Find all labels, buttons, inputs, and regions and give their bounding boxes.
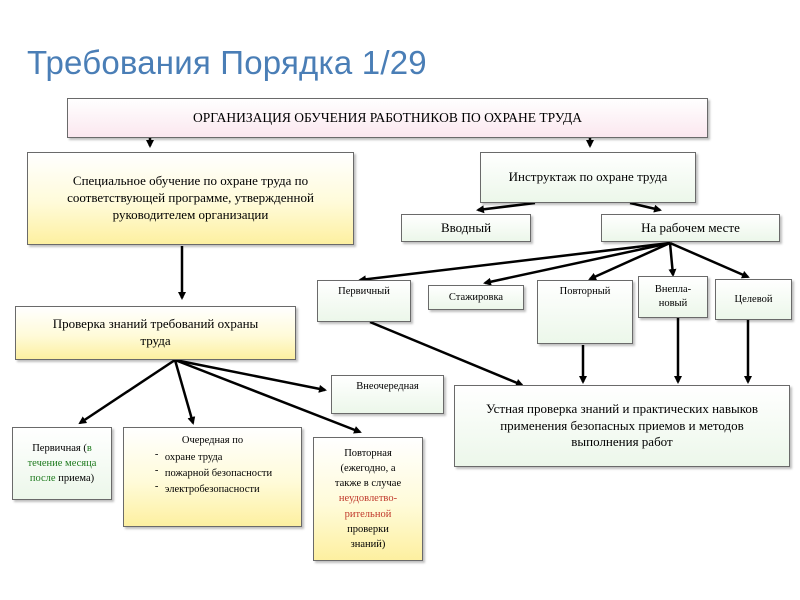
root-node: ОРГАНИЗАЦИЯ ОБУЧЕНИЯ РАБОТНИКОВ ПО ОХРАН… <box>67 98 708 138</box>
list-item: электробезопасности <box>153 479 272 498</box>
first-check-note-end: приема <box>58 473 91 485</box>
knowledge-check-node: Проверка знаний требований охраны труда <box>15 306 296 360</box>
regular-check-label: Очередная по <box>181 435 244 446</box>
first-check-note: в течение месяца после <box>27 442 97 485</box>
first-check-node: Первичная (в течение месяца после приема… <box>12 427 112 500</box>
workplace-node: На рабочем месте <box>601 214 780 242</box>
repeated-check-highlight: неудовлетво-рительной <box>338 493 398 520</box>
extraordinary-text: Внеочередная <box>356 381 419 392</box>
vvodny-node: Вводный <box>401 214 531 242</box>
repeated-check-label: Повторная <box>344 447 392 459</box>
internship-text: Стажировка <box>448 291 504 303</box>
target-node: Целевой <box>715 279 792 320</box>
first-check-paren-close: ) <box>90 473 95 485</box>
special-training-text: Специальное обучение по охране труда по … <box>67 173 314 222</box>
unscheduled-node: Внепла- новый <box>638 276 708 318</box>
repeated-check-line3: также в случае <box>334 478 402 490</box>
internship-node: Стажировка <box>428 285 524 310</box>
list-item: охране труда <box>153 447 272 466</box>
regular-check-node: Очередная по охране труда пожарной безоп… <box>123 427 302 527</box>
repeated-check-line2: (ежегодно, а <box>340 462 396 474</box>
regular-check-list: охране труда пожарной безопасности элект… <box>153 447 272 499</box>
special-training-node: Специальное обучение по охране труда по … <box>27 152 354 245</box>
extraordinary-node: Внеочередная <box>331 375 444 414</box>
instruction-text: Инструктаж по охране труда <box>508 169 668 185</box>
unscheduled-text-1: Внепла- <box>654 284 692 296</box>
list-item: пожарной безопасности <box>153 463 272 482</box>
primary-instruction-text: Первичный <box>338 286 390 297</box>
page-title: Требования Порядка 1/29 <box>27 44 427 81</box>
repeat-instruction-node: Повторный <box>537 280 633 344</box>
first-check-paren-open: ( <box>83 442 87 454</box>
instruction-node: Инструктаж по охране труда <box>480 152 696 203</box>
repeated-check-node: Повторная (ежегодно, а также в случае не… <box>313 437 423 561</box>
workplace-text: На рабочем месте <box>641 219 740 235</box>
repeated-check-line5: проверки <box>347 523 389 535</box>
oral-check-node: Устная проверка знаний и практических на… <box>454 385 790 467</box>
target-text: Целевой <box>734 293 773 305</box>
repeated-check-line6: знаний) <box>350 539 386 551</box>
primary-instruction-node: Первичный <box>317 280 411 322</box>
oral-check-text: Устная проверка знаний и практических на… <box>486 400 758 450</box>
unscheduled-text-2: новый <box>658 298 688 309</box>
root-node-text: ОРГАНИЗАЦИЯ ОБУЧЕНИЯ РАБОТНИКОВ ПО ОХРАН… <box>193 110 582 126</box>
vvodny-text: Вводный <box>440 219 492 235</box>
repeat-instruction-text: Повторный <box>559 286 611 297</box>
first-check-label: Первичная <box>32 442 81 454</box>
knowledge-check-text: Проверка знаний требований охраны труда <box>52 316 259 348</box>
